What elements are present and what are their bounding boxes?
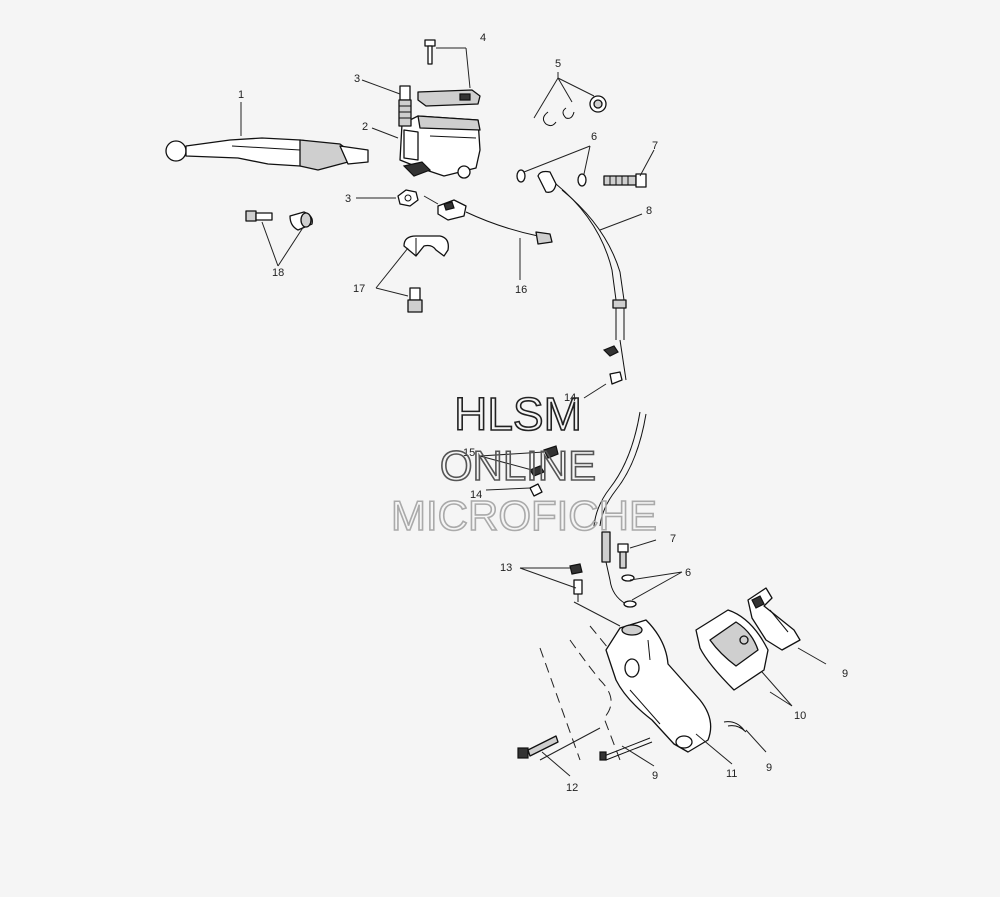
callout-12: 12 (566, 782, 578, 794)
callout-4: 4 (480, 32, 486, 44)
callout-2: 2 (362, 121, 368, 133)
callout-14-lower: 14 (470, 489, 482, 501)
callout-9-right: 9 (842, 668, 848, 680)
callout-15: 15 (463, 447, 475, 459)
callout-labels: 1 2 3 4 5 6 7 8 3 16 17 18 14 15 14 7 6 … (238, 32, 848, 794)
part-6-washers-upper (516, 169, 587, 187)
part-17-clamp (403, 235, 449, 313)
watermark-line-2: ONLINE (440, 442, 596, 489)
callout-10: 10 (794, 710, 806, 722)
callout-7-lower: 7 (670, 533, 676, 545)
part-9-pad-pin (599, 737, 653, 761)
callout-3-upper: 3 (354, 73, 360, 85)
callout-3-lower: 3 (345, 193, 351, 205)
part-3-nut (397, 189, 419, 207)
watermark-line-1: HLSM (454, 388, 582, 440)
part-18-pivot-bolt (245, 210, 313, 231)
part-1-brake-lever (165, 137, 369, 171)
part-14-clip-upper (602, 345, 623, 385)
part-5-ring-grommet (542, 95, 607, 127)
callout-6-upper: 6 (591, 131, 597, 143)
part-9-cotter-pin (723, 721, 747, 733)
part-16-brake-switch (437, 199, 553, 245)
callout-9-pin: 9 (652, 770, 658, 782)
part-7-banjo-bolt-upper (603, 173, 647, 188)
watermark: HLSM ONLINE MICROFICHE (390, 387, 658, 540)
callout-16: 16 (515, 284, 527, 296)
callout-18: 18 (272, 267, 284, 279)
callout-11: 11 (726, 768, 737, 780)
part-2-master-cylinder (399, 115, 481, 179)
part-7-banjo-bolt-lower (617, 543, 629, 569)
callout-7-upper: 7 (652, 140, 658, 152)
part-12-mounting-bolt (517, 735, 559, 759)
part-11-caliper (605, 619, 712, 753)
callout-8: 8 (646, 205, 652, 217)
callout-13: 13 (500, 562, 512, 574)
part-10-brake-pads (695, 609, 769, 691)
leader-lines (240, 47, 827, 777)
callout-9-cotter: 9 (766, 762, 772, 774)
callout-6-lower: 6 (685, 567, 691, 579)
part-3-pin-upper (398, 85, 412, 127)
part-9-pad-spring (747, 587, 801, 651)
watermark-line-3: MICROFICHE (391, 492, 657, 539)
callout-1: 1 (238, 89, 244, 101)
callout-5: 5 (555, 58, 561, 70)
part-15-clip (529, 445, 559, 477)
part-13-bleeder (569, 563, 583, 602)
callout-14-upper: 14 (564, 392, 576, 404)
callout-17: 17 (353, 283, 365, 295)
part-14-clip-lower (529, 483, 543, 497)
part-8-brake-line (537, 170, 647, 605)
part-4-reservoir-cover (417, 39, 481, 107)
